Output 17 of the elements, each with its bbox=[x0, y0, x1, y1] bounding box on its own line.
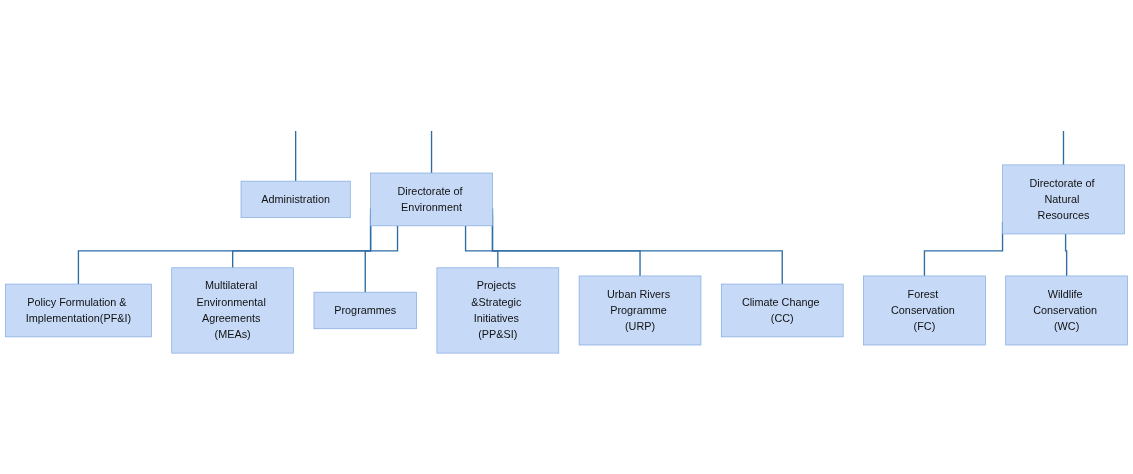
node-box: Programmes bbox=[313, 291, 417, 330]
node-box: Directorate of Environment bbox=[370, 172, 493, 227]
node-box: Projects &Strategic Initiatives (PP&SI) bbox=[436, 267, 560, 354]
node-box: Urban Rivers Programme (URP) bbox=[578, 275, 702, 346]
node-box: Policy Formulation & Implementation(PF&I) bbox=[5, 283, 152, 338]
connector bbox=[1062, 130, 1065, 166]
connector bbox=[464, 225, 499, 269]
node-box: Multilateral Environmental Agreements (MEAs) bbox=[171, 267, 294, 354]
node-box: Directorate of Natural Resources bbox=[1002, 164, 1125, 235]
connector bbox=[1064, 233, 1068, 277]
connector bbox=[364, 225, 399, 293]
node-box: Administration bbox=[240, 180, 351, 219]
node-box: Forest Conservation (FC) bbox=[863, 275, 986, 346]
connector bbox=[294, 130, 297, 182]
connector bbox=[430, 130, 433, 174]
node-box: Wildlife Conservation (WC) bbox=[1005, 275, 1128, 346]
node-box: Climate Change (CC) bbox=[720, 283, 844, 338]
